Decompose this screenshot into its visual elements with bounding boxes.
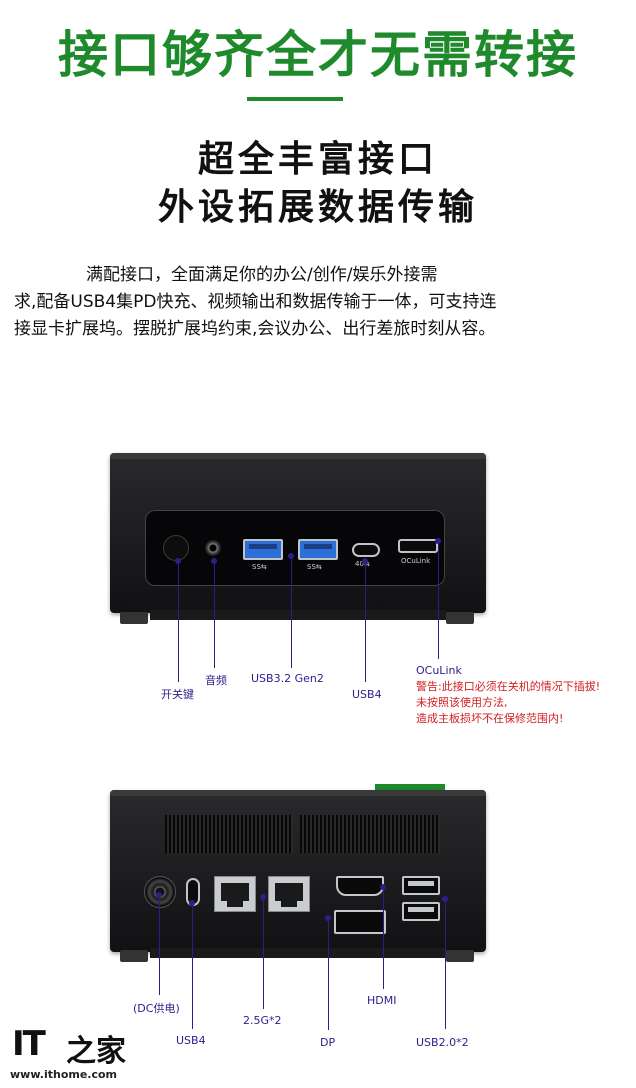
ithome-url: www.ithome.com: [10, 1068, 118, 1081]
oculink-port[interactable]: [398, 539, 438, 553]
usb4-rear-leader-line: [192, 903, 193, 1029]
usb2-port-1[interactable]: [402, 876, 440, 895]
rear-foot-right: [446, 950, 474, 962]
power-leader-line: [178, 560, 179, 682]
front-foot-right: [446, 612, 474, 624]
usb4-port-front-caption: 40⇆: [355, 560, 370, 568]
rear-vent-left: [165, 815, 293, 853]
description-line1: 满配接口，全面满足你的办公/创作/娱乐外接需: [86, 265, 438, 285]
audio-label: 音频: [205, 674, 227, 687]
rear-vent-right: [300, 815, 440, 853]
audio-jack[interactable]: [205, 540, 221, 556]
hdmi-label: HDMI: [367, 994, 397, 1007]
rear-device-top-edge: [110, 790, 486, 796]
description: 满配接口，全面满足你的办公/创作/娱乐外接需 求,配备USB4集PD快充、视频输…: [14, 262, 622, 343]
dp-leader-line: [328, 918, 329, 1030]
oculink-warning-line1: 警告:此接口必须在关机的情况下插拔!: [416, 680, 601, 693]
oculink-warning-line3: 造成主板损坏不在保修范围内!: [416, 712, 564, 725]
usb4-leader-line: [365, 560, 366, 682]
usb3-port-a-caption: SS⇆: [252, 563, 267, 571]
rear-device-base: [150, 948, 446, 958]
front-device-base: [150, 610, 446, 620]
rear-foot-left: [120, 950, 148, 962]
power-button[interactable]: [164, 536, 188, 560]
ithome-logo-it: IT: [12, 1024, 46, 1064]
oculink-leader-line: [438, 541, 439, 659]
usb3-port-a[interactable]: [243, 539, 283, 560]
front-foot-left: [120, 612, 148, 624]
dp-port[interactable]: [334, 910, 386, 934]
dc-leader-line: [159, 895, 160, 995]
description-line2: 求,配备USB4集PD快充、视频输出和数据传输于一体，可支持连: [14, 292, 497, 312]
usb2-leader-line: [445, 899, 446, 1029]
headline-underline: [247, 97, 343, 101]
lan-label: 2.5G*2: [243, 1014, 282, 1027]
usb32-leader-line: [291, 556, 292, 668]
oculink-warning-line2: 未按照该使用方法,: [416, 696, 508, 709]
usb32-label: USB3.2 Gen2: [251, 672, 324, 685]
oculink-label: OCuLink: [416, 664, 462, 677]
dp-label: DP: [320, 1036, 336, 1049]
usb2-port-2[interactable]: [402, 902, 440, 921]
power-label: 开关键: [161, 688, 194, 701]
rear-green-tab: [375, 784, 445, 792]
oculink-port-caption: OCuLink: [401, 557, 431, 565]
hdmi-port[interactable]: [336, 876, 384, 896]
usb4-rear-label: USB4: [176, 1034, 206, 1047]
hdmi-leader-line: [383, 887, 384, 989]
front-device-top-edge: [110, 453, 486, 459]
audio-leader-line: [214, 560, 215, 668]
usb3-port-b[interactable]: [298, 539, 338, 560]
usb3-port-b-caption: SS⇆: [307, 563, 322, 571]
subheadline-line2: 外设拓展数据传输: [157, 187, 478, 228]
lan-port-2[interactable]: [268, 876, 310, 912]
usb4-port-front[interactable]: [352, 543, 380, 557]
headline: 接口够齐全才无需转接: [58, 26, 578, 84]
description-line3: 接显卡扩展坞。摆脱扩展坞约束,会议办公、出行差旅时刻从容。: [14, 319, 496, 339]
usb4-front-label: USB4: [352, 688, 382, 701]
lan-port-1[interactable]: [214, 876, 256, 912]
dc-label: (DC供电): [133, 1002, 180, 1015]
front-io-panel: [145, 510, 445, 586]
lan-leader-line: [263, 897, 264, 1009]
usb2-label: USB2.0*2: [416, 1036, 469, 1049]
ithome-logo-cn: 之家: [66, 1034, 126, 1069]
subheadline-line1: 超全丰富接口: [197, 139, 438, 180]
